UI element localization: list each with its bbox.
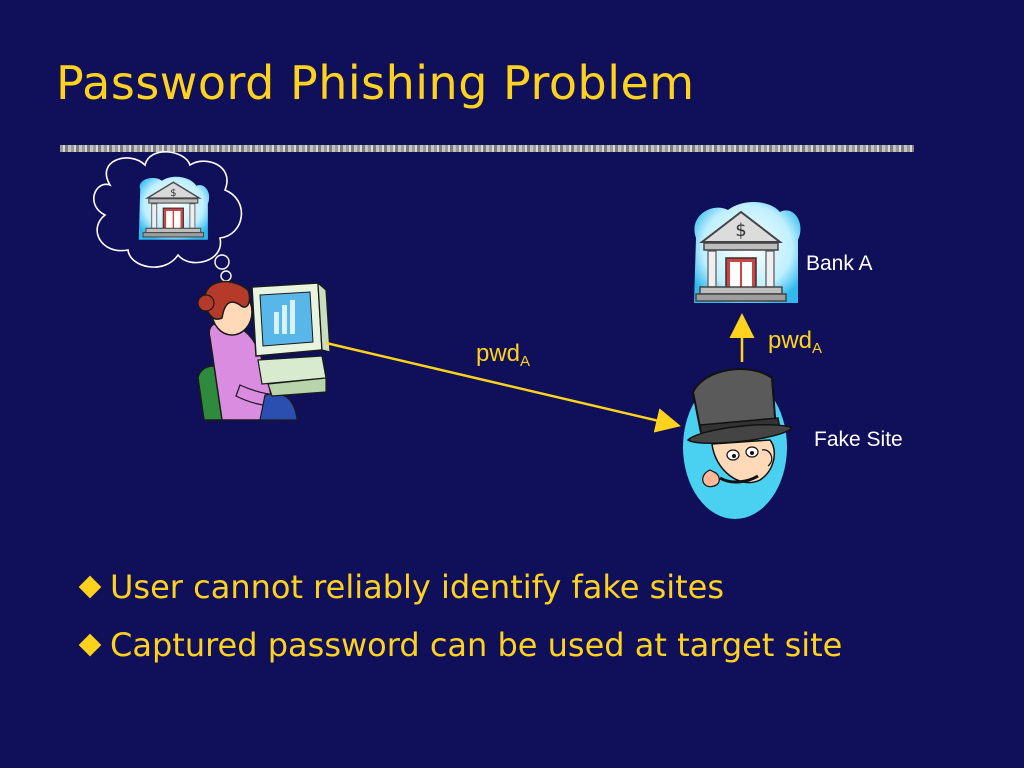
pwd-subscript: A [520, 353, 531, 370]
bullet-item: Captured password can be used at target … [74, 616, 842, 674]
svg-text:$: $ [735, 220, 746, 241]
bullet-text: User cannot reliably identify fake sites [110, 568, 725, 606]
bullet-list: User cannot reliably identify fake sites… [74, 558, 842, 674]
pwd-text: pwd [476, 340, 521, 367]
bullet-item: User cannot reliably identify fake sites [74, 558, 842, 616]
slide-title: Password Phishing Problem [56, 56, 695, 110]
pwd-label-fake-to-bank: pwdA [768, 327, 822, 357]
bullet-diamond-icon [78, 575, 102, 599]
title-divider [60, 145, 914, 152]
bank-a-label: Bank A [806, 252, 873, 275]
bullet-diamond-icon [78, 633, 102, 657]
bank-building-icon: $ [694, 201, 801, 303]
pwd-label-user-to-fake: pwdA [476, 340, 530, 370]
fake-site-label: Fake Site [814, 428, 903, 451]
pwd-text: pwd [768, 327, 813, 354]
pwd-subscript: A [812, 340, 823, 357]
arrow-user-to-fake [325, 341, 681, 433]
svg-text:$: $ [170, 188, 176, 199]
user-at-computer-icon [197, 280, 331, 421]
phisher-top-hat-icon [683, 368, 794, 519]
thought-bubble-bank-icon: $ [93, 151, 243, 292]
bullet-text: Captured password can be used at target … [110, 626, 843, 664]
